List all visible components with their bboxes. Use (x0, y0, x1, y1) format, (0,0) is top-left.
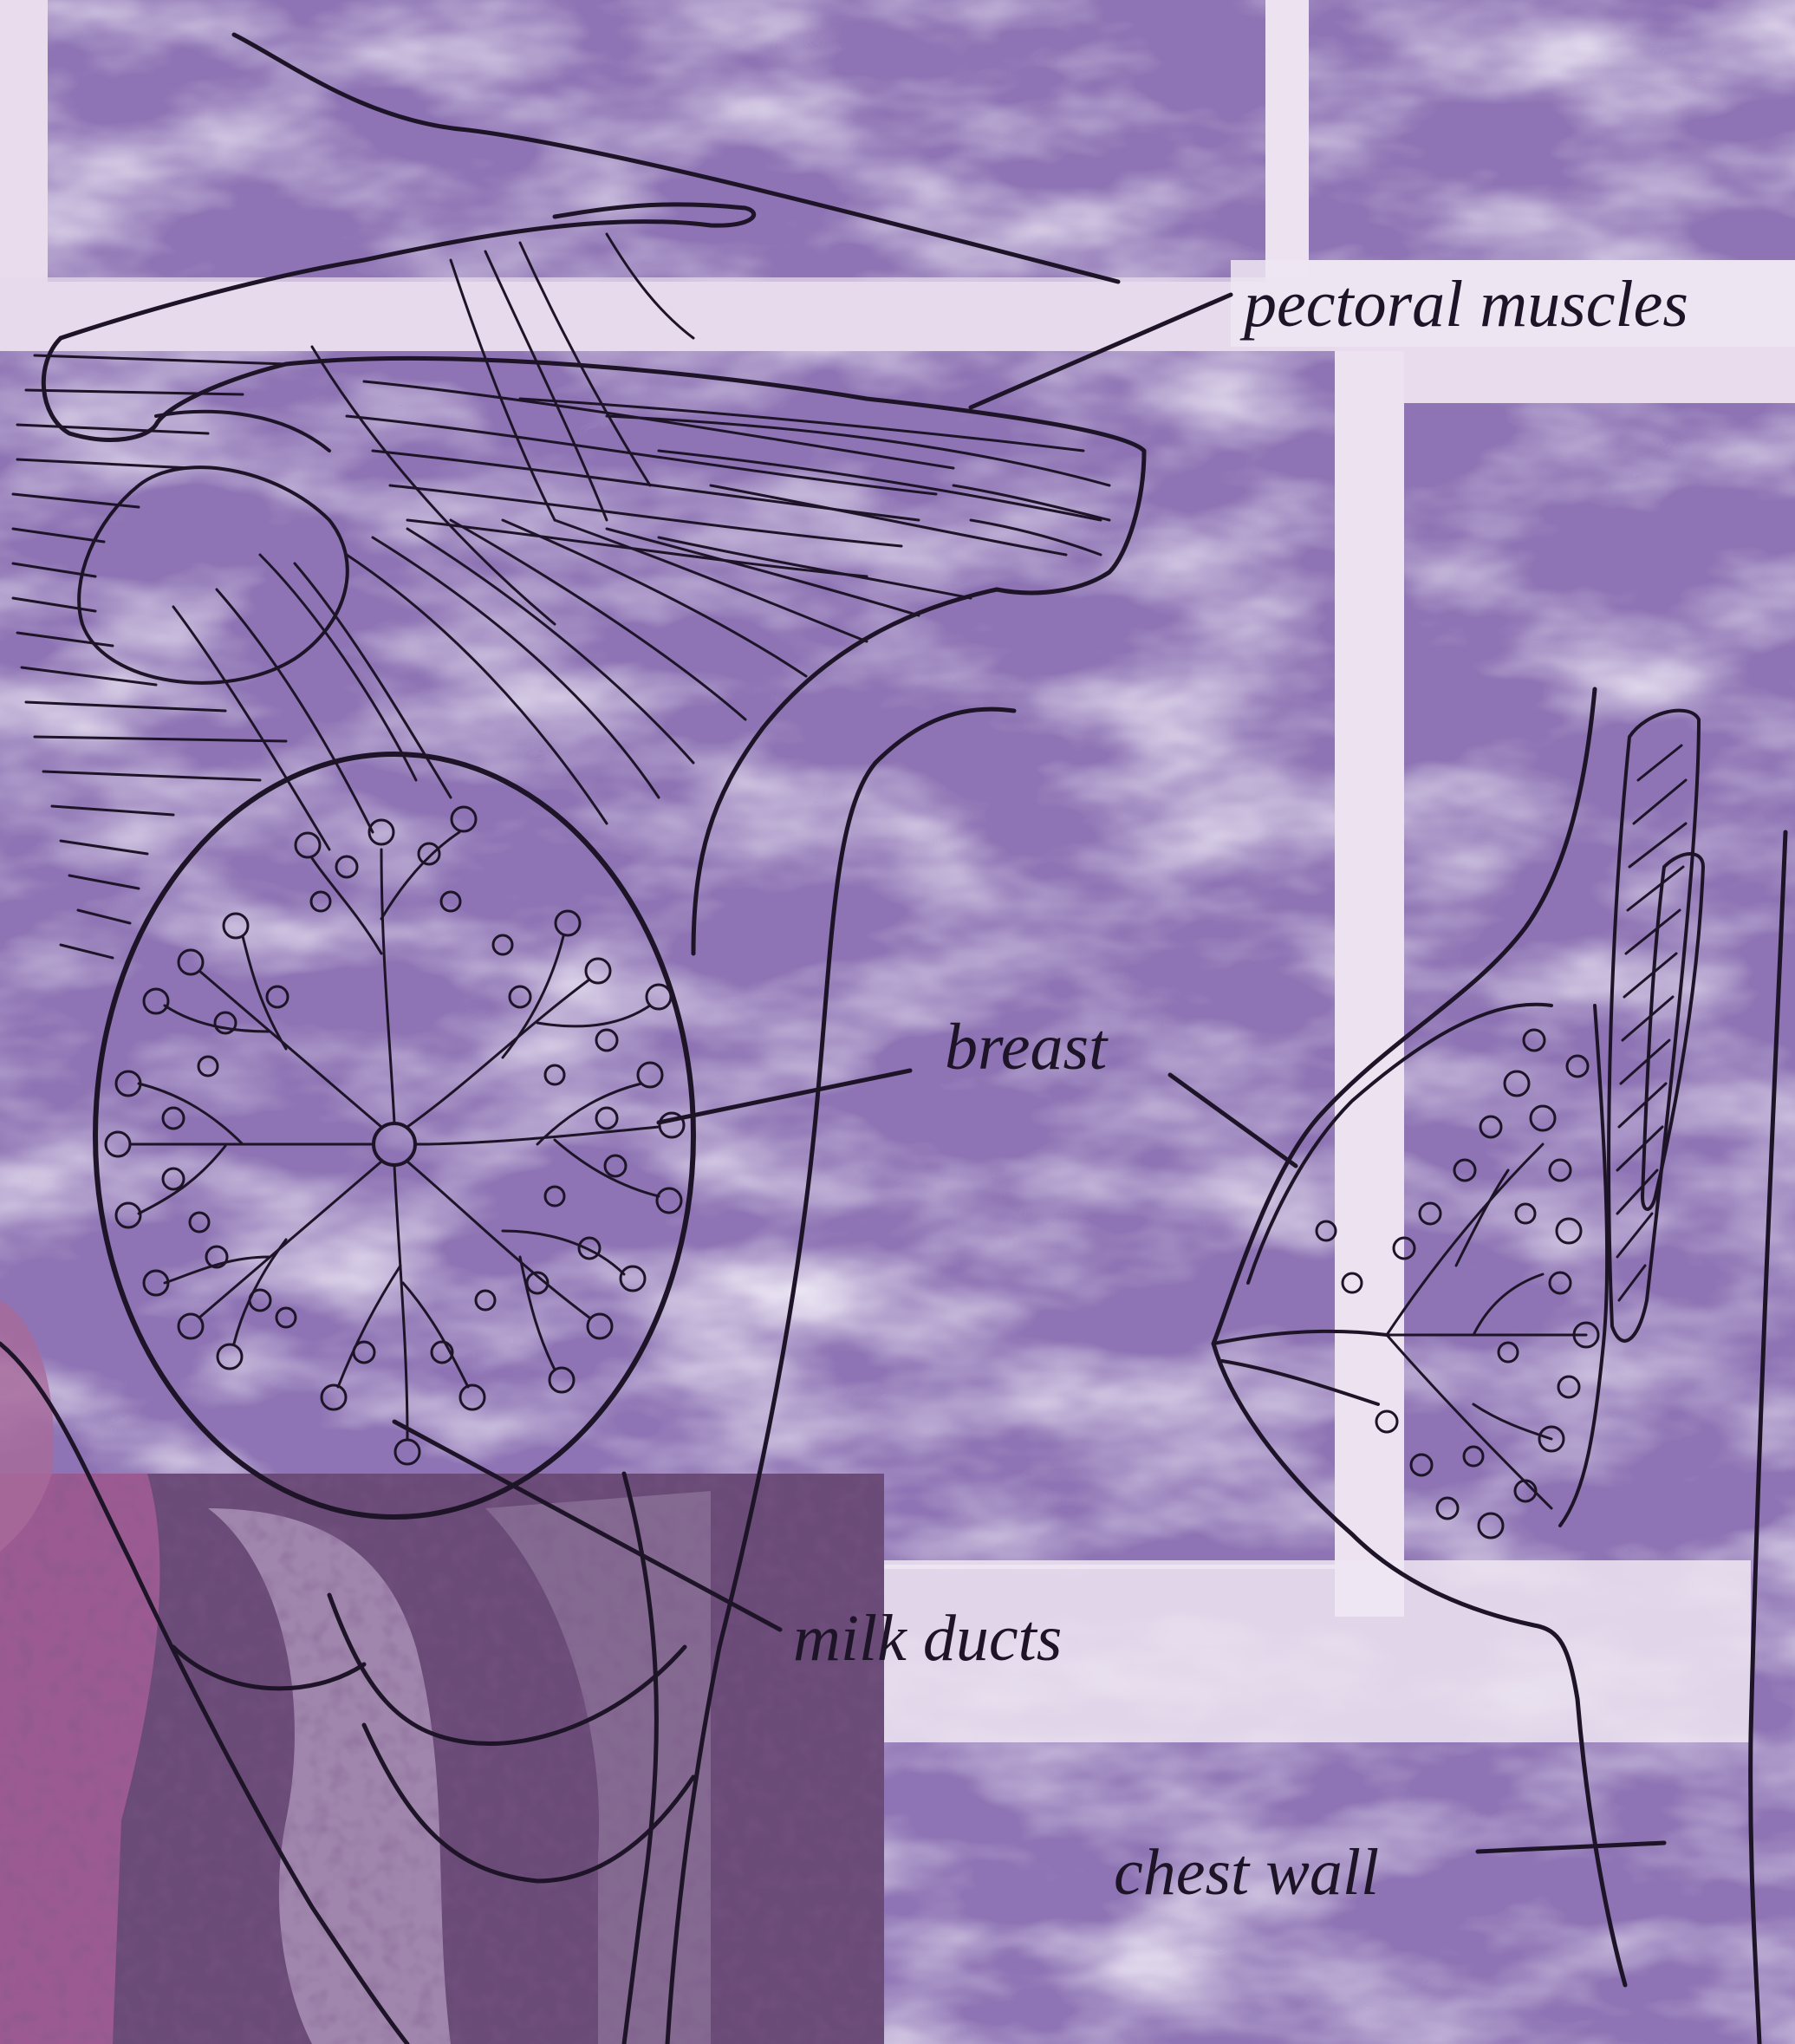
label-breast: breast (945, 1014, 1107, 1080)
label-milk-ducts: milk ducts (793, 1605, 1062, 1671)
label-pectoral-muscles: pectoral muscles (1244, 271, 1688, 337)
label-chest-wall: chest wall (1114, 1839, 1379, 1905)
